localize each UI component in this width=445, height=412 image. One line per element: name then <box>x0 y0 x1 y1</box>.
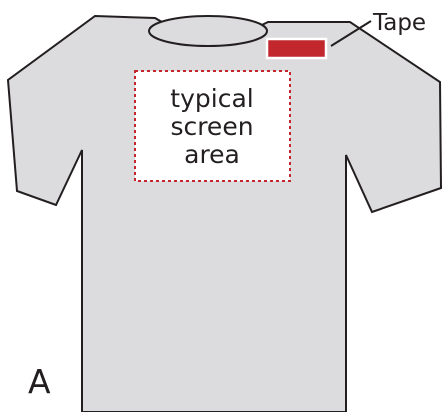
screen-area-label-line-3: area <box>184 140 240 169</box>
tshirt-collar <box>149 16 267 46</box>
screen-area-label-line-1: typical <box>170 84 253 113</box>
tape-label: Tape <box>372 10 426 36</box>
panel-letter: A <box>28 362 51 401</box>
screen-area-label-line-2: screen <box>170 112 253 141</box>
tape-marker <box>267 39 326 58</box>
